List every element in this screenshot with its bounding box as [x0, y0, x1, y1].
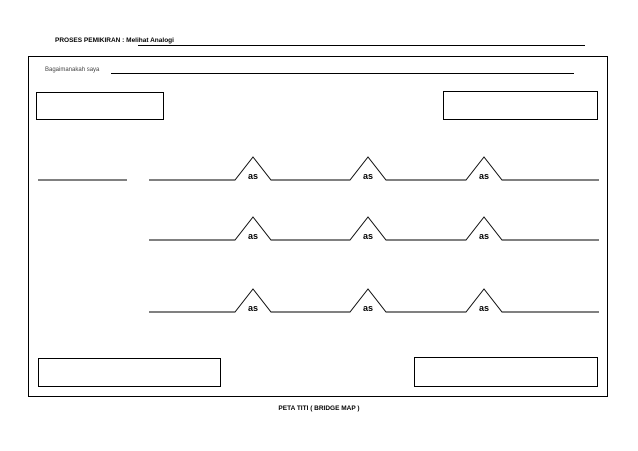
as-connector-label: as [479, 171, 489, 181]
as-connector-label: as [248, 171, 258, 181]
map-title: PETA TITI ( BRIDGE MAP ) [278, 405, 360, 412]
top-left-box[interactable] [36, 92, 164, 120]
thinking-process-value: Melihat Analogi [126, 37, 174, 44]
as-connector-label: as [479, 231, 489, 241]
as-connector-label: as [363, 171, 373, 181]
bottom-left-box[interactable] [38, 358, 221, 387]
bridge-row-2[interactable] [149, 216, 599, 241]
bottom-right-box[interactable] [414, 357, 598, 387]
thinking-process-heading: PROSES PEMIKIRAN : Melihat Analogi [55, 37, 174, 44]
question-prompt: Bagaimanakah saya [45, 67, 100, 73]
question-fill-line [111, 73, 574, 74]
thinking-process-label: PROSES PEMIKIRAN : [55, 37, 125, 44]
as-connector-label: as [479, 303, 489, 313]
bridge-map-frame [28, 56, 608, 397]
as-connector-label: as [248, 231, 258, 241]
top-right-box[interactable] [443, 91, 598, 120]
as-connector-label: as [363, 303, 373, 313]
as-connector-label: as [248, 303, 258, 313]
bridge-row-1[interactable] [149, 156, 599, 181]
bridge-row-3[interactable] [149, 288, 599, 313]
thinking-process-fill-line [138, 45, 585, 46]
as-connector-label: as [363, 231, 373, 241]
